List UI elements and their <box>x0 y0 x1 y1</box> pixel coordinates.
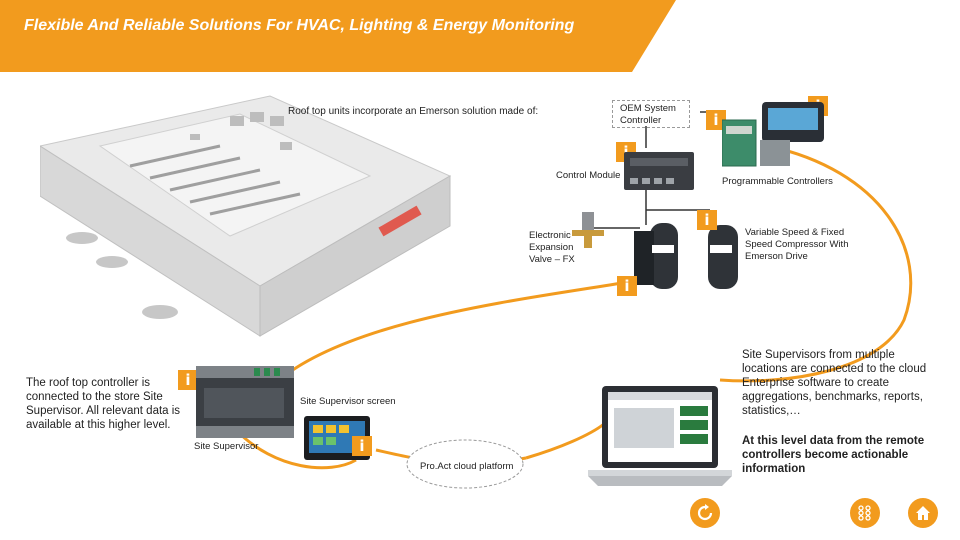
actionable-info-text: At this level data from the remote contr… <box>742 435 925 475</box>
refresh-icon <box>697 504 713 521</box>
home-icon <box>916 506 930 520</box>
laptop-device <box>588 386 732 486</box>
proact-cloud-label: Pro.Act cloud platform <box>420 461 514 472</box>
oem-controller-box <box>612 100 690 128</box>
site-supervisor-device <box>196 366 294 438</box>
info-button-oem[interactable]: i <box>706 110 726 130</box>
compressor-label: Variable Speed & Fixed Speed Compressor … <box>745 227 849 262</box>
programmable-controllers-label: Programmable Controllers <box>722 176 833 187</box>
oem-controller-label: OEM System Controller <box>620 103 676 126</box>
info-button-screen[interactable]: i <box>352 436 372 456</box>
control-module-device <box>624 152 694 190</box>
info-button-site-supervisor[interactable]: i <box>178 370 198 390</box>
expansion-valve-label: Electronic Expansion Valve – FX <box>529 230 575 265</box>
multi-location-text: Site Supervisors from multiple locations… <box>742 349 927 417</box>
compressor-devices <box>634 223 738 289</box>
refresh-button[interactable] <box>690 498 720 528</box>
site-supervisor-label: Site Supervisor <box>194 441 259 452</box>
header-banner: Flexible And Reliable Solutions For HVAC… <box>0 0 960 72</box>
banner-shape <box>0 0 676 72</box>
programmable-controllers-device <box>722 102 824 167</box>
control-module-label: Control Module <box>556 170 621 181</box>
site-supervisor-screen-label: Site Supervisor screen <box>300 396 396 407</box>
roof-top-intro-text: Roof top units incorporate an Emerson so… <box>288 106 539 117</box>
home-button[interactable] <box>908 498 938 528</box>
info-button-compressor[interactable]: i <box>697 210 717 230</box>
expansion-valve-device <box>572 212 604 248</box>
proact-cloud-shape <box>406 439 524 489</box>
store-illustration <box>40 95 452 337</box>
info-button-valve[interactable]: i <box>617 276 637 296</box>
roof-top-controller-text: The roof top controller is connected to … <box>26 377 181 431</box>
grid-button[interactable] <box>850 498 880 528</box>
grid-icon <box>858 505 871 521</box>
page-title: Flexible And Reliable Solutions For HVAC… <box>24 17 575 34</box>
